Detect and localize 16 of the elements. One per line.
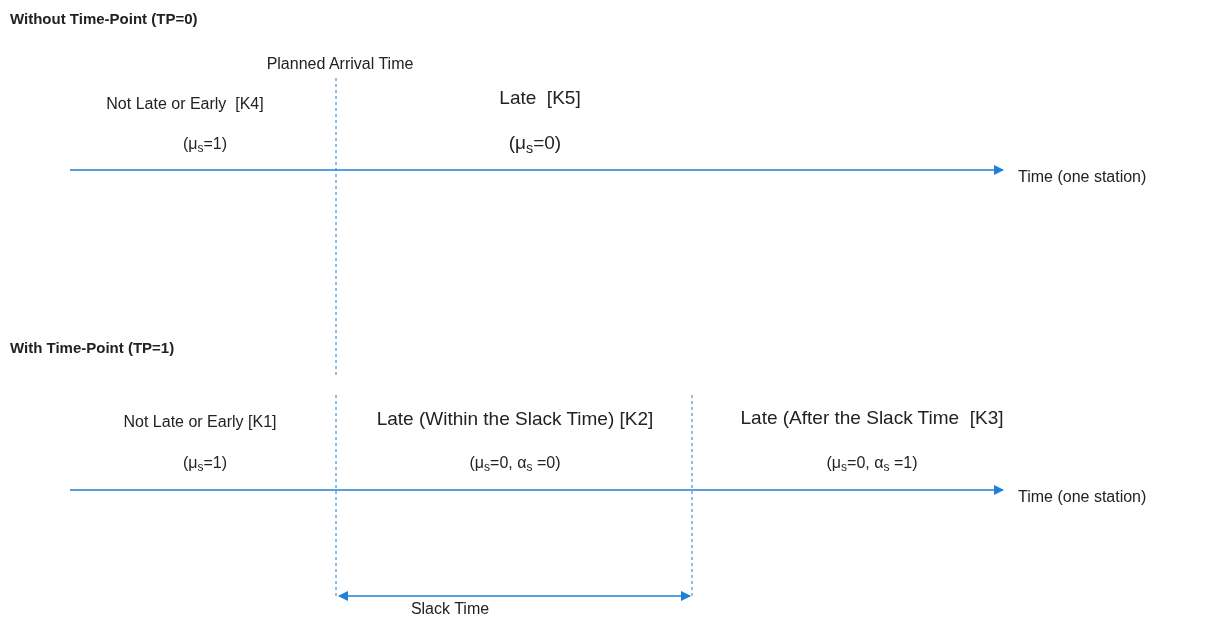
formula-text: (μ$_{s}$=0) [508,131,562,155]
region-label: Not Late or Early [K4] [106,94,264,114]
region-label: Late (After the Slack Time [K3] [740,406,1004,430]
region-label: Late [K5] [499,86,581,110]
section-heading: Without Time-Point (TP=0) [10,10,198,29]
axis-label: Time (one station) [1018,167,1147,187]
formula-text: (μ$_{s}$=1) [182,134,228,154]
section-heading: With Time-Point (TP=1) [10,339,175,358]
formula-text: (μ$_{s}$=0, α$_{s}$ =0) [469,453,561,473]
marker-label: Planned Arrival Time [266,54,414,74]
region-label: Late (Within the Slack Time) [K2] [376,407,654,431]
region-label: Not Late or Early [K1] [123,412,277,432]
formula-text: (μ$_{s}$=1) [182,453,228,473]
dimension-label: Slack Time [410,599,490,619]
axis-label: Time (one station) [1018,487,1147,507]
formula-text: (μ$_{s}$=0, α$_{s}$ =1) [826,453,918,473]
